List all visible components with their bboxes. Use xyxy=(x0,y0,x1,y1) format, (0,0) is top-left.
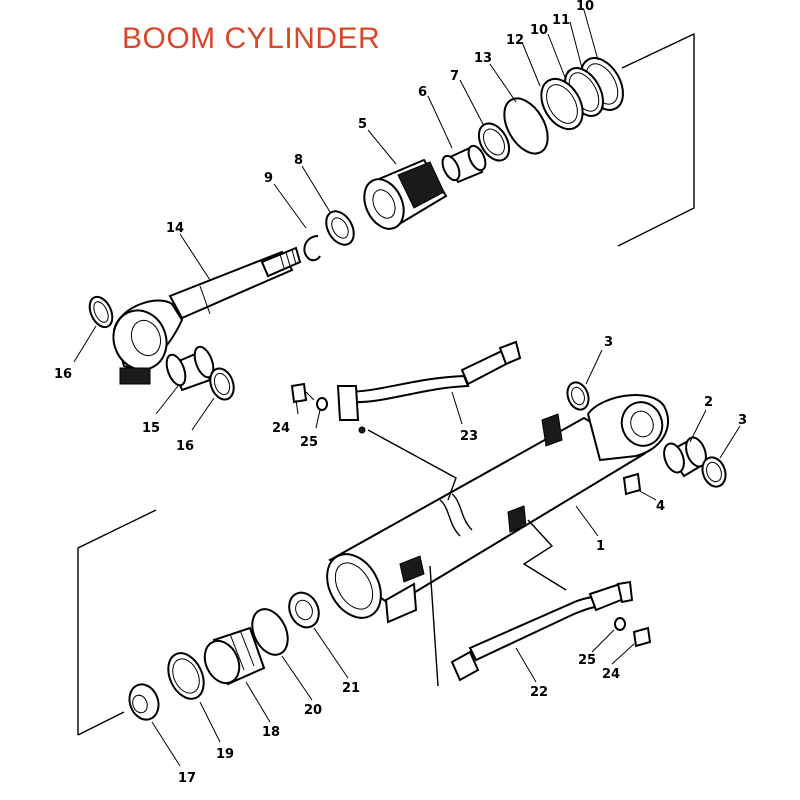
label-part-17: 17 xyxy=(178,771,196,786)
label-part-23: 23 xyxy=(460,429,478,444)
part-19-ring xyxy=(167,652,205,700)
part-3-seal-a xyxy=(566,381,590,411)
part-5-gland xyxy=(363,158,448,230)
label-part-3-right: 3 xyxy=(738,413,747,428)
part-9-snap-ring xyxy=(303,235,321,262)
label-part-11: 11 xyxy=(552,13,570,28)
assembly-lines xyxy=(367,429,567,687)
part-24-bolt-lower xyxy=(632,626,652,648)
part-25-washer-lower xyxy=(614,617,626,631)
label-part-19: 19 xyxy=(216,747,234,762)
label-part-5: 5 xyxy=(358,117,367,132)
part-23-pipe xyxy=(336,340,522,434)
diagram-title: BOOM CYLINDER xyxy=(122,22,381,55)
part-20-oring xyxy=(251,608,289,656)
part-21-collar xyxy=(288,591,320,629)
label-part-3-top: 3 xyxy=(604,335,613,350)
part-22-pipe xyxy=(450,580,634,682)
part-12-ring xyxy=(540,77,584,131)
leader-lines xyxy=(73,9,741,767)
part-16-seal-left xyxy=(88,295,114,329)
label-part-16-right: 16 xyxy=(176,439,194,454)
label-part-25-upper: 25 xyxy=(300,435,318,450)
part-16-seal-right xyxy=(209,367,235,401)
part-3-seal-b xyxy=(701,456,727,488)
label-part-21: 21 xyxy=(342,681,360,696)
label-part-22: 22 xyxy=(530,685,548,700)
upper-frame-line xyxy=(617,32,695,247)
label-part-8: 8 xyxy=(294,153,303,168)
label-part-18: 18 xyxy=(262,725,280,740)
part-7-bearing xyxy=(477,122,511,162)
part-1-cylinder-tube xyxy=(326,393,670,624)
label-part-4: 4 xyxy=(656,499,665,514)
part-15-bushing xyxy=(165,345,215,392)
label-part-13: 13 xyxy=(474,51,492,66)
part-labels: 10 11 10 12 13 7 6 5 8 9 14 16 15 16 24 … xyxy=(54,0,747,786)
label-part-6: 6 xyxy=(418,85,427,100)
label-part-7: 7 xyxy=(450,69,459,84)
label-part-10-b: 10 xyxy=(576,0,594,14)
label-part-24-lower: 24 xyxy=(602,667,620,682)
part-24-bolt-upper xyxy=(290,382,315,404)
part-6-bushing xyxy=(441,144,487,184)
label-part-10-a: 10 xyxy=(530,23,548,38)
label-part-20: 20 xyxy=(304,703,322,718)
label-part-2: 2 xyxy=(704,395,713,410)
label-part-25-lower: 25 xyxy=(578,653,596,668)
part-4-grease-fitting xyxy=(622,472,642,496)
label-part-24-upper: 24 xyxy=(272,421,290,436)
part-25-washer-upper xyxy=(316,397,328,411)
label-part-9: 9 xyxy=(264,171,273,186)
label-part-16-left: 16 xyxy=(54,367,72,382)
part-14-piston-rod xyxy=(112,246,302,385)
label-part-14: 14 xyxy=(166,221,184,236)
part-18-piston xyxy=(203,626,266,686)
part-8-bearing xyxy=(325,210,355,246)
part-13-oring xyxy=(503,97,549,155)
lower-frame-line xyxy=(77,509,157,736)
label-part-15: 15 xyxy=(142,421,160,436)
part-17-nut xyxy=(128,683,160,721)
label-part-1: 1 xyxy=(596,539,605,554)
label-part-12: 12 xyxy=(506,33,524,48)
